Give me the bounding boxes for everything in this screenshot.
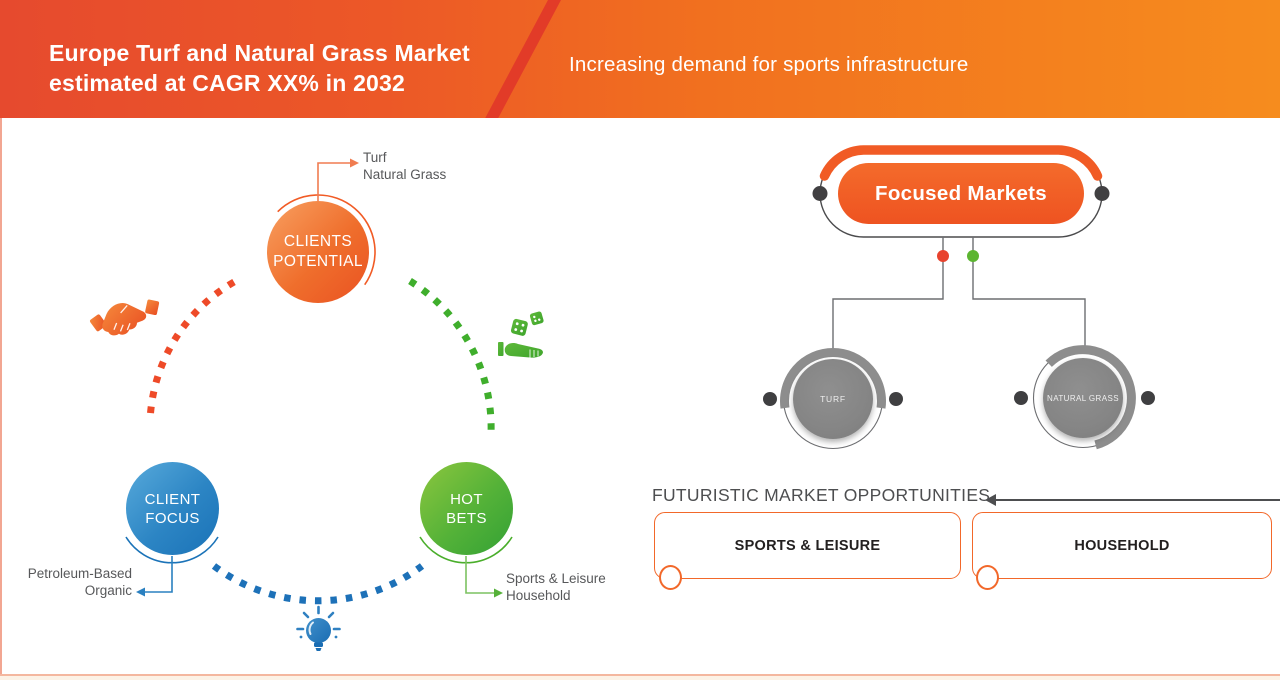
dotted-arc-blue [211, 563, 425, 605]
connector-turf [832, 237, 944, 350]
branch-dot-red [937, 250, 949, 262]
page-title-line1: Europe Turf and Natural Grass Market [49, 40, 470, 66]
page-title: Europe Turf and Natural Grass Market est… [49, 38, 470, 98]
dice-hand-icon [498, 311, 544, 358]
turf-callout-label: Turf Natural Grass [363, 150, 446, 183]
opportunities-arrow-head [985, 494, 996, 506]
sports-callout-line2: Household [506, 587, 571, 603]
opportunities-heading: FUTURISTIC MARKET OPPORTUNITIES [652, 485, 991, 505]
client-focus-line1: CLIENT [144, 490, 201, 508]
branch-dot-green [967, 250, 979, 262]
dotted-arc-green [408, 278, 495, 435]
header-banner: Europe Turf and Natural Grass Market est… [0, 0, 1280, 118]
hot-bets-line2: BETS [446, 509, 487, 527]
stadium-left-dot [812, 186, 828, 201]
callout-line-petroleum [145, 556, 173, 593]
bottom-border-line [0, 674, 1280, 676]
page-title-line2: estimated at CAGR XX% in 2032 [49, 70, 406, 96]
turf-right-dot [889, 392, 903, 406]
opportunity-box-household: HOUSEHOLD [972, 512, 1272, 579]
stadium-right-dot [1094, 186, 1110, 201]
natural-grass-right-dot [1141, 391, 1155, 405]
clients-potential-line2: POTENTIAL [273, 253, 363, 270]
natural-grass-node-label: NATURAL GRASS [1047, 393, 1119, 403]
turf-thick-arc [780, 348, 886, 409]
petroleum-callout-line2: Organic [84, 582, 132, 598]
opportunity-box-household-label: HOUSEHOLD [1074, 537, 1170, 554]
client-focus-line2: FOCUS [145, 509, 200, 527]
turf-callout-line2: Natural Grass [363, 166, 447, 182]
page-subtitle: Increasing demand for sports infrastruct… [569, 53, 969, 76]
opportunity-box-sports-leisure-label: SPORTS & LEISURE [734, 537, 881, 554]
callout-line-turf [317, 162, 350, 201]
petroleum-callout-line1: Petroleum-Based [27, 566, 132, 581]
focused-markets-pill: Focused Markets [838, 163, 1084, 224]
client-focus-bubble: CLIENT FOCUS [126, 462, 219, 555]
opportunity-box-sports-leisure: SPORTS & LEISURE [654, 512, 961, 579]
left-border-trim [0, 118, 2, 680]
hot-bets-bubble: HOT BETS [420, 462, 513, 555]
petroleum-callout-label: Petroleum-Based Organic [8, 566, 132, 599]
accent-arc-orange [277, 194, 376, 286]
natural-grass-thick-arc [1045, 345, 1136, 450]
callout-arrow-petroleum [136, 587, 145, 597]
lightbulb-icon [296, 605, 341, 651]
turf-callout-line1: Turf [363, 150, 387, 165]
hot-bets-line1: HOT [450, 490, 483, 508]
focused-markets-label: Focused Markets [875, 181, 1047, 205]
connector-natural-grass [972, 237, 1086, 349]
turf-left-dot [763, 392, 777, 406]
turf-node: TURF [793, 359, 873, 439]
turf-node-label: TURF [820, 394, 846, 404]
clients-potential-bubble: CLIENTS POTENTIAL [267, 201, 369, 303]
callout-line-sports [465, 556, 494, 594]
opportunity-ring-sports-leisure [659, 565, 682, 590]
opportunity-ring-household [976, 565, 999, 590]
bottom-cream-band [0, 676, 1280, 680]
natural-grass-node: NATURAL GRASS [1043, 358, 1123, 438]
callout-arrow-turf [350, 158, 359, 168]
callout-arrow-sports [494, 588, 503, 598]
stadium-top-arc [819, 145, 1103, 181]
clients-potential-line1: CLIENTS [283, 233, 353, 250]
natural-grass-left-dot [1014, 391, 1028, 405]
sports-callout-line1: Sports & Leisure [506, 571, 606, 586]
handshake-icon [90, 299, 160, 336]
dotted-arc-orange [146, 278, 236, 423]
sports-callout-label: Sports & Leisure Household [506, 571, 606, 604]
